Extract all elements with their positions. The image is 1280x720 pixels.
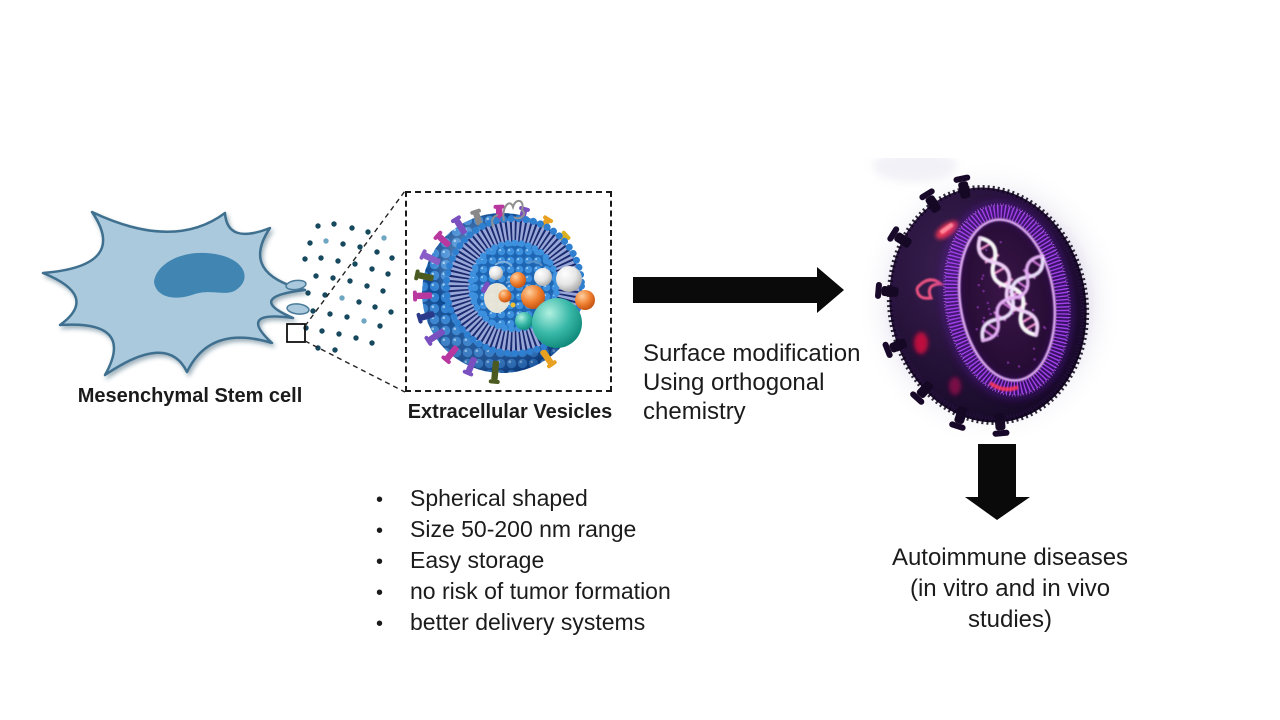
red-protein-core	[940, 223, 954, 234]
outcome-text: Autoimmune diseases (in vitro and in viv…	[880, 542, 1140, 635]
cargo-sphere-white	[534, 268, 552, 286]
cargo-sphere-orange	[575, 290, 595, 310]
cargo-sphere-teal	[515, 312, 533, 330]
right-arrow	[633, 267, 844, 313]
cargo-sphere-orange	[521, 285, 545, 309]
ev-antenna-squiggle	[502, 199, 525, 222]
cargo-squiggle	[526, 260, 543, 267]
ev-properties-list: • Spherical shaped • Size 50-200 nm rang…	[372, 484, 671, 639]
stem-cell-label: Mesenchymal Stem cell	[77, 385, 303, 407]
surface-modification-line: Using orthogonal	[643, 369, 825, 396]
zoom-connector-top	[304, 190, 406, 327]
cargo-squiggle	[494, 260, 513, 267]
magnifier-square	[286, 323, 306, 343]
budding-vesicle	[285, 279, 307, 291]
surface-modification-line: chemistry	[643, 398, 746, 425]
dna-strands	[976, 235, 1045, 343]
vesicle-zoom-box	[405, 191, 612, 392]
list-item: • Easy storage	[372, 546, 671, 577]
budding-vesicle	[286, 303, 310, 315]
list-item: • no risk of tumor formation	[372, 577, 671, 608]
ev-head-beads-outer	[443, 215, 585, 357]
surface-modification-line: Surface modification	[643, 340, 861, 367]
red-protein-glow	[914, 332, 928, 354]
list-item-text: Easy storage	[410, 547, 545, 573]
cargo-sphere-orange	[498, 289, 512, 303]
cell-nucleus	[154, 252, 245, 298]
bullet-icon: •	[376, 582, 384, 604]
outcome-line: studies)	[967, 606, 1053, 633]
list-item: • Spherical shaped	[372, 484, 671, 515]
bullet-icon: •	[376, 551, 384, 573]
cargo-sphere-teal	[532, 298, 582, 348]
outcome-line: Autoimmune diseases	[891, 544, 1129, 571]
ev-antenna-squiggle	[491, 214, 499, 228]
red-protein-glow	[949, 377, 961, 395]
bullet-icon: •	[376, 489, 384, 511]
outcome-line: (in vitro and in vivo	[909, 575, 1111, 602]
bullet-icon: •	[376, 613, 384, 635]
secreted-vesicle-dots	[302, 221, 395, 353]
cargo-rod-purple	[481, 281, 490, 293]
pink-squiggle-protein	[915, 278, 946, 300]
surface-knobs	[875, 174, 1010, 437]
zoom-connector-bottom	[304, 340, 406, 393]
cargo-sphere-white	[489, 266, 503, 280]
vesicle-label: Extracellular Vesicles	[407, 401, 613, 423]
down-arrow	[965, 444, 1030, 520]
list-item-text: better delivery systems	[410, 609, 646, 635]
stem-cell-illustration	[41, 190, 406, 393]
ev-head-beads-inner	[467, 239, 561, 333]
modified-vesicle-illustration	[856, 158, 1124, 447]
list-item: • Size 50-200 nm range	[372, 515, 671, 546]
surface-modification-text: Surface modification Using orthogonal ch…	[643, 339, 860, 426]
extracellular-vesicle-illustration	[412, 199, 595, 384]
glow-wisp	[873, 158, 957, 182]
cargo-sphere-white	[556, 266, 582, 292]
cargo-dot-yellow	[510, 302, 516, 308]
list-item: • better delivery systems	[372, 608, 671, 639]
cargo-sphere-orange	[510, 272, 526, 288]
list-item-text: Size 50-200 nm range	[410, 516, 637, 542]
bullet-icon: •	[376, 520, 384, 542]
list-item-text: no risk of tumor formation	[410, 578, 671, 604]
list-item-text: Spherical shaped	[410, 485, 588, 511]
red-rna-segment	[988, 381, 1019, 392]
